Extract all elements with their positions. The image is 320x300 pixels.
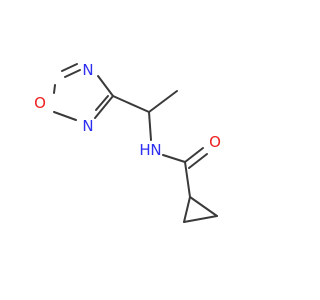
bond-cp-a <box>183 196 191 223</box>
atom-ring-n-top: N <box>82 61 93 79</box>
structure-svg: N O N N H O <box>34 61 221 223</box>
bond-cp-b <box>189 196 218 217</box>
bond-n2-c3 <box>94 95 114 119</box>
bond-co-cp <box>184 161 191 198</box>
bond-n4-c5 <box>64 69 81 78</box>
atom-amide-n: N <box>150 141 161 159</box>
molecule-diagram: N O N N H O <box>34 61 221 223</box>
atom-amide-h: H <box>139 141 150 159</box>
bond-c3-n4 <box>97 75 114 97</box>
bond-n4-c5-double <box>61 63 78 72</box>
bond-c3-ch <box>112 95 150 113</box>
atom-ring-o: O <box>34 94 46 112</box>
atom-carbonyl-o: O <box>209 133 221 151</box>
bond-ch-methyl <box>148 90 178 113</box>
bond-n2-c3-double <box>95 95 109 111</box>
bond-nh-co <box>162 154 186 163</box>
bond-cp-c <box>183 215 218 223</box>
bond-c-o <box>184 147 204 163</box>
atom-ring-n-bottom: N <box>82 117 93 135</box>
bond-ch-nh <box>148 111 152 141</box>
bond-c5-o1 <box>53 84 56 94</box>
bond-c-o-double <box>188 153 208 169</box>
bond-o1-n2 <box>53 111 77 121</box>
